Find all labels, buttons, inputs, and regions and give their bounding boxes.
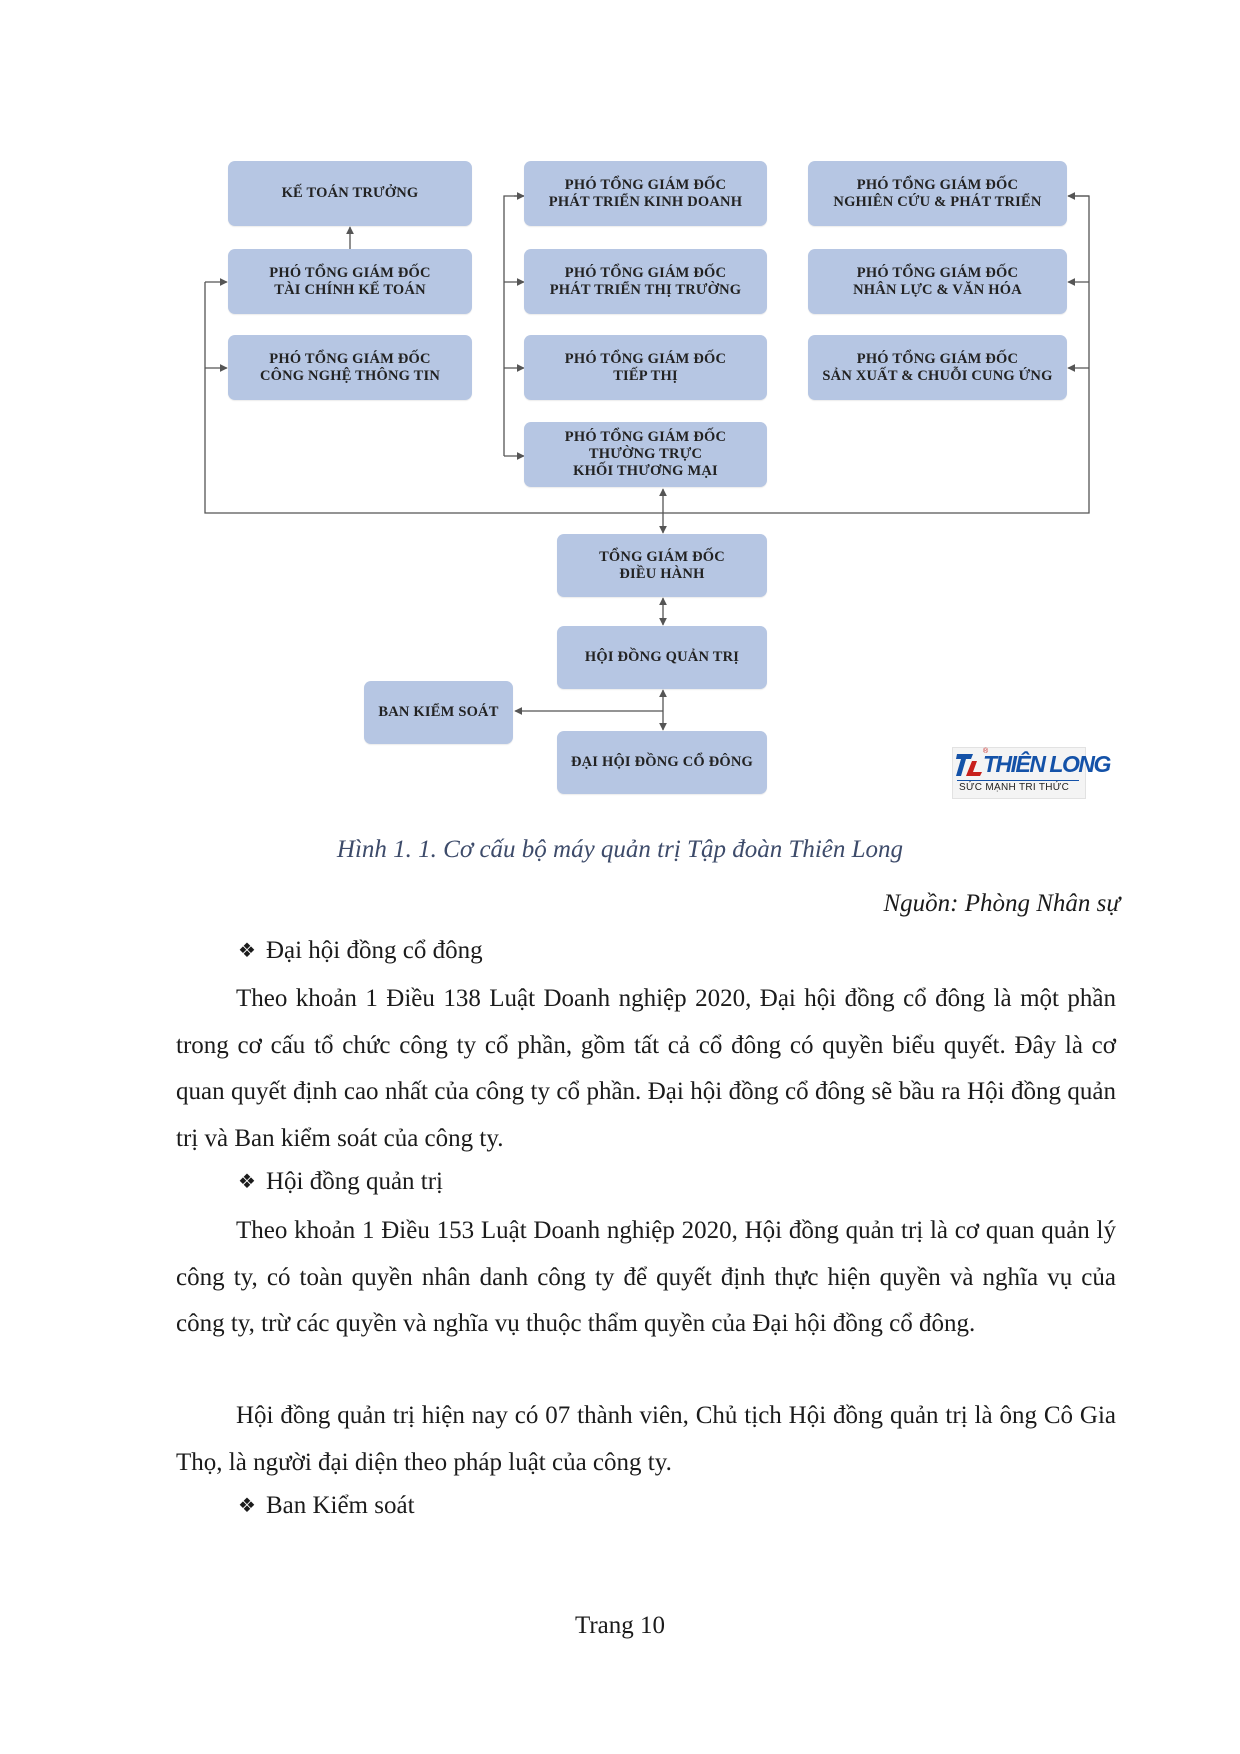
- logo-registered-mark: ®: [983, 748, 989, 755]
- logo-divider: [957, 780, 1079, 781]
- diamond-bullet-icon: ❖: [238, 1169, 256, 1193]
- org-chart: KẾ TOÁN TRƯỞNG PHÓ TỔNG GIÁM ĐỐC TÀI CHÍ…: [0, 0, 1240, 820]
- box-label: BAN KIỂM SOÁT: [378, 704, 499, 720]
- box-pho-tgd-thi-truong: PHÓ TỔNG GIÁM ĐỐC PHÁT TRIỂN THỊ TRƯỜNG: [524, 249, 767, 314]
- box-label: ĐẠI HỘI ĐỒNG CỔ ĐÔNG: [570, 754, 754, 770]
- figure-source: Nguồn: Phòng Nhân sự: [883, 890, 1120, 917]
- box-ban-kiem-soat: BAN KIỂM SOÁT: [364, 681, 513, 744]
- box-label: HỘI ĐỒNG QUẢN TRỊ: [584, 649, 740, 665]
- box-tong-giam-doc: TỔNG GIÁM ĐỐC ĐIỀU HÀNH: [557, 534, 767, 597]
- box-dai-hoi-co-dong: ĐẠI HỘI ĐỒNG CỔ ĐÔNG: [557, 731, 767, 794]
- box-label: PHÓ TỔNG GIÁM ĐỐC CÔNG NGHỆ THÔNG TIN: [259, 350, 441, 384]
- paragraph: Hội đồng quản trị hiện nay có 07 thành v…: [176, 1402, 1116, 1476]
- box-label: PHÓ TỔNG GIÁM ĐỐC NHÂN LỰC & VĂN HÓA: [853, 264, 1022, 298]
- diamond-bullet-icon: ❖: [238, 938, 256, 962]
- section-heading: ❖ Hội đồng quản trị: [238, 1168, 443, 1196]
- box-pho-tgd-thuong-truc: PHÓ TỔNG GIÁM ĐỐC THƯỜNG TRỰC KHỐI THƯƠN…: [524, 422, 767, 487]
- heading-text: Hội đồng quản trị: [265, 1168, 444, 1195]
- page-number: Trang 10: [574, 1612, 666, 1639]
- box-ke-toan-truong: KẾ TOÁN TRƯỞNG: [228, 161, 472, 226]
- box-label: PHÓ TỔNG GIÁM ĐỐC TIẾP THỊ: [564, 350, 727, 384]
- box-label: TỔNG GIÁM ĐỐC ĐIỀU HÀNH: [599, 548, 725, 582]
- box-pho-tgd-tai-chinh: PHÓ TỔNG GIÁM ĐỐC TÀI CHÍNH KẾ TOÁN: [228, 249, 472, 314]
- box-label: PHÓ TỔNG GIÁM ĐỐC NGHIÊN CỨU & PHÁT TRIỂ…: [833, 176, 1042, 210]
- box-label: PHÓ TỔNG GIÁM ĐỐC TÀI CHÍNH KẾ TOÁN: [269, 264, 431, 298]
- box-label: PHÓ TỔNG GIÁM ĐỐC THƯỜNG TRỰC KHỐI THƯƠN…: [564, 429, 727, 479]
- box-pho-tgd-nhan-luc: PHÓ TỔNG GIÁM ĐỐC NHÂN LỰC & VĂN HÓA: [808, 249, 1067, 314]
- heading-text: Đại hội đồng cổ đông: [265, 937, 483, 964]
- section-heading: ❖ Ban Kiểm soát: [238, 1492, 415, 1520]
- org-chart-connectors: [204, 192, 1090, 731]
- box-pho-tgd-tiep-thi: PHÓ TỔNG GIÁM ĐỐC TIẾP THỊ: [524, 335, 767, 400]
- box-label: PHÓ TỔNG GIÁM ĐỐC SẢN XUẤT & CHUỖI CUNG …: [822, 350, 1053, 384]
- thien-long-mark-icon: [956, 754, 982, 776]
- box-pho-tgd-san-xuat: PHÓ TỔNG GIÁM ĐỐC SẢN XUẤT & CHUỖI CUNG …: [808, 335, 1067, 400]
- box-pho-tgd-nghien-cuu: PHÓ TỔNG GIÁM ĐỐC NGHIÊN CỨU & PHÁT TRIỂ…: [808, 161, 1067, 226]
- diamond-bullet-icon: ❖: [238, 1493, 256, 1517]
- box-hoi-dong-quan-tri: HỘI ĐỒNG QUẢN TRỊ: [557, 626, 767, 689]
- box-pho-tgd-kinh-doanh: PHÓ TỔNG GIÁM ĐỐC PHÁT TRIỂN KINH DOANH: [524, 161, 767, 226]
- box-label: KẾ TOÁN TRƯỞNG: [281, 185, 419, 201]
- section-heading: ❖ Đại hội đồng cổ đông: [238, 937, 483, 965]
- paragraph: Theo khoản 1 Điều 138 Luật Doanh nghiệp …: [176, 985, 1116, 1152]
- box-label: PHÓ TỔNG GIÁM ĐỐC PHÁT TRIỂN THỊ TRƯỜNG: [549, 264, 742, 298]
- logo-tagline: SỨC MẠNH TRI THỨC: [959, 782, 1070, 793]
- paragraph: Theo khoản 1 Điều 153 Luật Doanh nghiệp …: [176, 1217, 1116, 1337]
- figure-caption: Hình 1. 1. Cơ cấu bộ máy quản trị Tập đo…: [336, 836, 904, 863]
- thien-long-logo: ® THIÊN LONG SỨC MẠNH TRI THỨC: [952, 747, 1111, 799]
- center-bus: [503, 195, 524, 456]
- box-pho-tgd-cntt: PHÓ TỔNG GIÁM ĐỐC CÔNG NGHỆ THÔNG TIN: [228, 335, 472, 400]
- box-label: PHÓ TỔNG GIÁM ĐỐC PHÁT TRIỂN KINH DOANH: [548, 176, 743, 210]
- logo-name: THIÊN LONG: [983, 751, 1111, 777]
- heading-text: Ban Kiểm soát: [265, 1492, 415, 1519]
